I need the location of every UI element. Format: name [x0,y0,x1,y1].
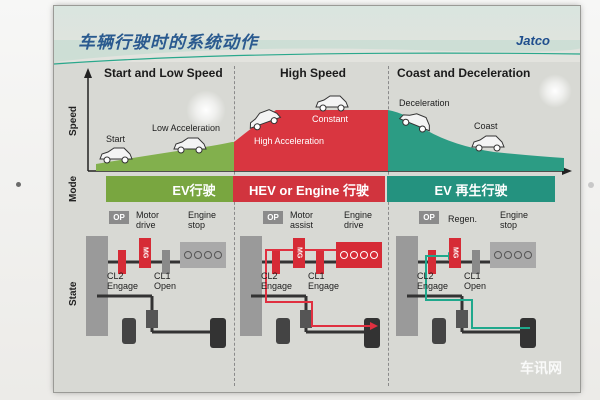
differential [146,310,158,328]
axis-label-state: State [68,281,79,306]
cl2-state-label: CL2 Engage [261,271,293,291]
cl2-state-label: CL2 Engage [417,271,449,291]
time-axis-arrow [562,167,572,175]
car-icon [398,113,430,133]
column-heading-coast-decel: Coast and Deceleration [397,66,531,80]
regen-flow-line [425,255,530,329]
oil-pump-box: OP [263,211,283,224]
cl1-state-label: CL1 Open [154,271,177,291]
motor-state-label: Motor assist [290,210,314,230]
engine-state-label: Engine stop [188,210,217,230]
column-heading-high-speed: High Speed [280,66,347,80]
site-watermark: 车讯网 [520,361,562,377]
power-flow-arrow [370,322,378,330]
cylinder-icon [184,251,192,259]
car-icon [173,137,207,154]
engine-block-off [180,242,226,268]
engine-block-on [336,242,382,268]
oil-pump-box: OP [419,211,439,224]
speed-label-constant: Constant [312,114,349,124]
speed-area-regen [388,110,564,171]
wheel [364,318,380,348]
header-swoosh [54,40,580,65]
engine-state-label: Engine drive [344,210,373,230]
speed-label-start: Start [106,134,126,144]
slide-screen: 车辆行驶时的系统动作 Jatco Start and Low Speed Hig… [54,6,580,392]
cylinder-icon [214,251,222,259]
clutch-cl2 [272,250,280,274]
cylinder-icon [370,251,378,259]
cl1-state-label: CL1 Open [464,271,487,291]
car-icon [99,147,133,164]
motor-state-label: Regen. [448,214,478,224]
cl1-state-label: CL1 Engage [308,271,340,291]
tablet-sensor-dot [588,182,594,188]
column-divider [234,66,235,386]
screen-glare [538,74,572,108]
clutch-cl1 [316,250,324,274]
transmission-block [396,236,418,336]
cylinder-icon [340,251,348,259]
differential [456,310,468,328]
column-heading-start-low: Start and Low Speed [104,66,223,80]
mode-bar-regen: EV 再生行驶 [387,176,555,202]
cylinder-icon [204,251,212,259]
motor-state-label: Motor drive [136,210,160,230]
cylinder-icon [350,251,358,259]
tablet-camera-dot [16,182,21,187]
motor-generator-box: MG [449,238,461,268]
car-icon [471,135,505,152]
transmission-block [86,236,108,336]
wheel [432,318,446,344]
speed-label-low-acceleration: Low Acceleration [152,123,221,133]
oil-pump-box: OP [109,211,129,224]
cylinder-icon [514,251,522,259]
differential [300,310,312,328]
slide-title: 车辆行驶时的系统动作 [78,33,258,53]
car-icon [249,109,282,131]
column-divider [388,66,389,386]
mode-bar-hev: HEV or Engine 行驶 [233,176,385,202]
power-flow-line [265,249,374,327]
engine-state-label: Engine stop [500,210,529,230]
drivetrain-diagram [396,236,536,348]
speed-axis-arrow [84,68,92,78]
jatco-logo: Jatco [516,33,550,48]
cl2-state-label: CL2 Engage [107,271,139,291]
cylinder-icon [194,251,202,259]
clutch-cl1 [472,250,480,274]
drivetrain-diagram [86,236,226,348]
speed-label-high-acceleration: High Acceleration [254,136,325,146]
motor-generator-box: MG [139,238,151,268]
clutch-cl1 [162,250,170,274]
drivetrain-diagram [240,236,380,348]
wheel [122,318,136,344]
transmission-block [240,236,262,336]
speed-label-coast: Coast [474,121,498,131]
engine-block-off [490,242,536,268]
wheel [210,318,226,348]
wheel [520,318,536,348]
wheel [276,318,290,344]
speed-area-hev [234,110,388,171]
cylinder-icon [524,251,532,259]
cylinder-icon [494,251,502,259]
motor-generator-box: MG [293,238,305,268]
screen-glare [186,90,226,130]
clutch-cl2 [428,250,436,274]
clutch-cl2 [118,250,126,274]
speed-label-deceleration: Deceleration [399,98,450,108]
cylinder-icon [504,251,512,259]
cylinder-icon [360,251,368,259]
car-icon [315,95,349,112]
